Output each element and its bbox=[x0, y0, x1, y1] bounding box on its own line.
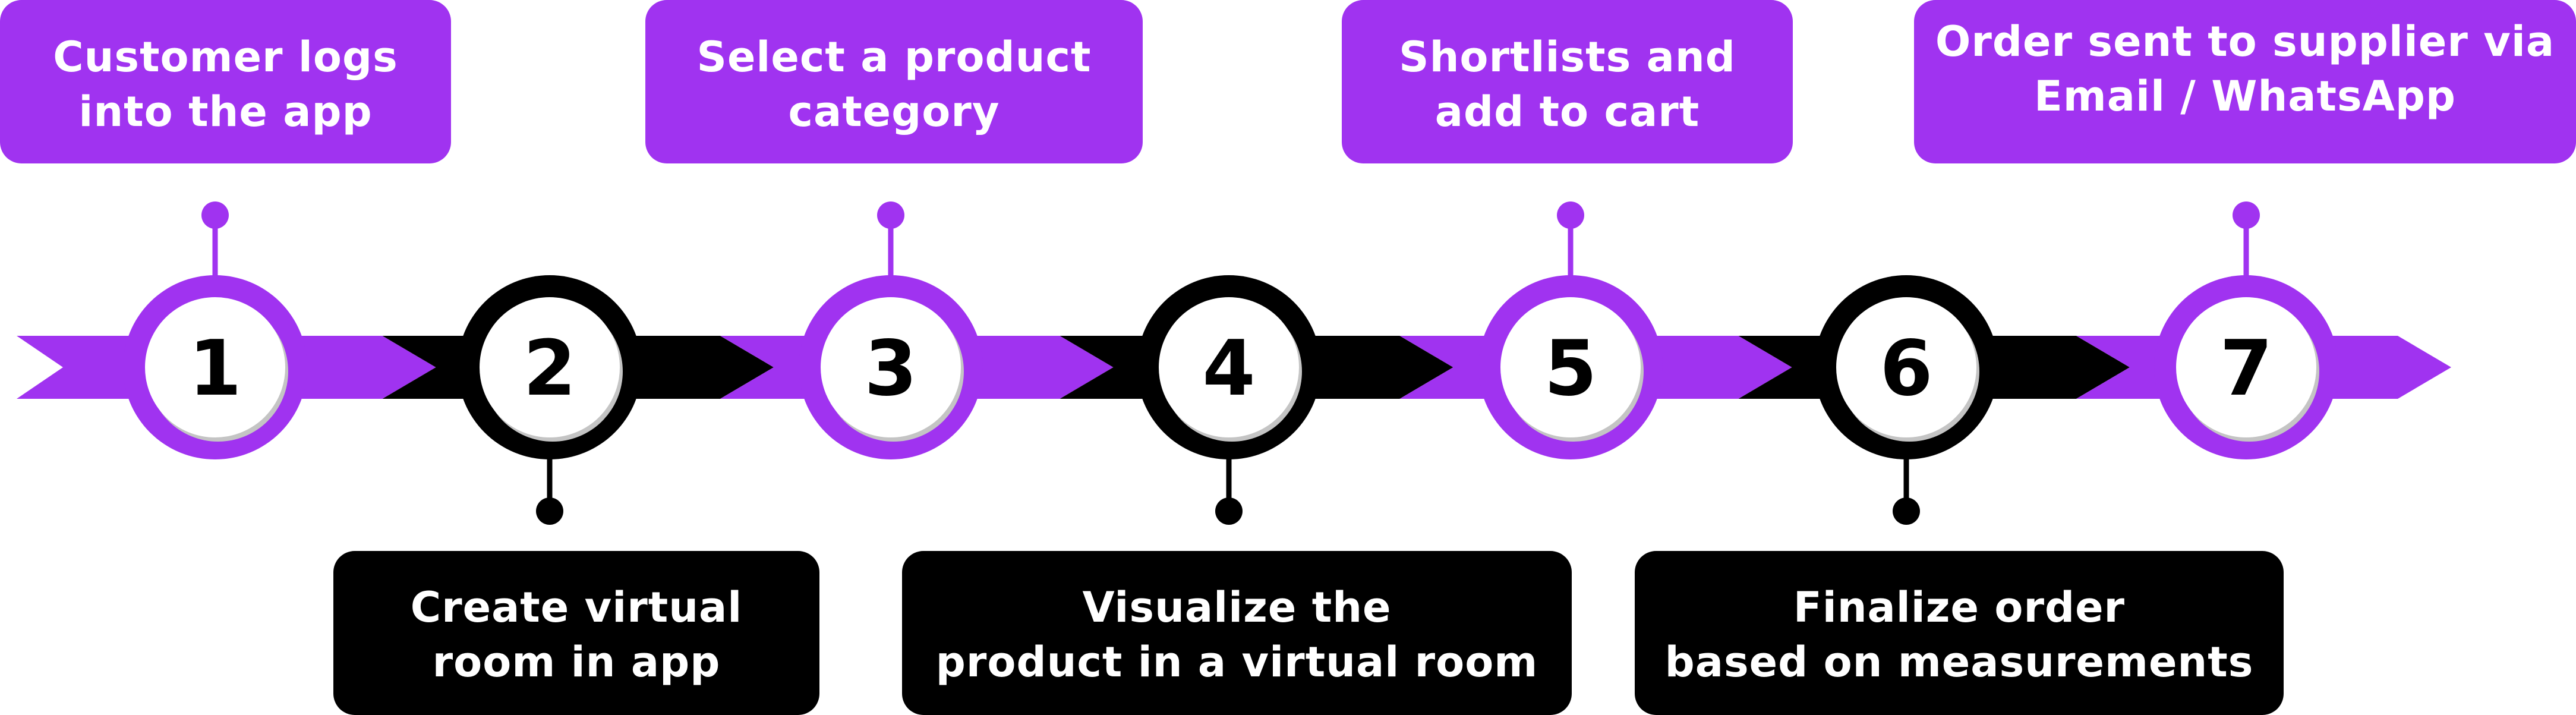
connector-dot-7 bbox=[2233, 201, 2260, 229]
step-disc-4 bbox=[1159, 297, 1299, 437]
step-1-label-box: Customer logs into the app bbox=[0, 0, 451, 163]
step-1-label-line-2: into the app bbox=[78, 87, 372, 136]
step-6-label-line-1: Finalize order bbox=[1793, 583, 2125, 632]
connector-dot-6 bbox=[1893, 497, 1920, 525]
step-disc-3 bbox=[821, 297, 961, 437]
step-5-label-line-1: Shortlists and bbox=[1399, 33, 1736, 81]
connector-dot-3 bbox=[877, 201, 904, 229]
step-3-label-line-1: Select a product bbox=[697, 33, 1092, 81]
label-box-bg-6 bbox=[1635, 551, 2284, 715]
step-7-marker: 7 bbox=[2154, 275, 2338, 459]
step-7-label-line-1: Order sent to supplier via bbox=[1935, 17, 2555, 66]
step-6-label-line-2: based on measurements bbox=[1665, 638, 2254, 686]
step-6-marker: 6 bbox=[1814, 275, 1998, 459]
step-3-label-line-2: category bbox=[788, 87, 999, 136]
step-4-label-line-1: Visualize the bbox=[1082, 583, 1391, 632]
connector-dot-2 bbox=[536, 497, 563, 525]
step-1-label-line-1: Customer logs bbox=[53, 33, 398, 81]
connector-dot-4 bbox=[1215, 497, 1243, 525]
step-disc-6 bbox=[1836, 297, 1976, 437]
label-box-bg-2 bbox=[333, 551, 819, 715]
step-number-3: 3 bbox=[864, 325, 917, 413]
connector-dot-1 bbox=[201, 201, 229, 229]
step-number-7: 7 bbox=[2219, 325, 2272, 413]
connector-dot-5 bbox=[1557, 201, 1584, 229]
step-4-marker: 4 bbox=[1137, 275, 1321, 459]
label-box-bg-5 bbox=[1342, 0, 1793, 163]
step-2-label-box: Create virtual room in app bbox=[333, 551, 819, 715]
step-5-label-box: Shortlists and add to cart bbox=[1342, 0, 1793, 163]
step-disc-2 bbox=[480, 297, 620, 437]
step-1-marker: 1 bbox=[123, 275, 307, 459]
step-7-label-line-2: Email / WhatsApp bbox=[2034, 72, 2456, 121]
step-3-label-box: Select a product category bbox=[645, 0, 1143, 163]
step-number-4: 4 bbox=[1202, 325, 1255, 413]
step-disc-7 bbox=[2176, 297, 2316, 437]
step-5-label-line-2: add to cart bbox=[1435, 87, 1700, 136]
label-box-bg-4 bbox=[902, 551, 1572, 715]
step-disc-1 bbox=[145, 297, 285, 437]
step-disc-5 bbox=[1500, 297, 1641, 437]
label-box-bg-1 bbox=[0, 0, 451, 163]
label-box-bg-3 bbox=[645, 0, 1143, 163]
step-4-label-box: Visualize the product in a virtual room bbox=[902, 551, 1572, 715]
step-2-marker: 2 bbox=[458, 275, 642, 459]
step-number-5: 5 bbox=[1544, 325, 1597, 413]
step-2-label-line-2: room in app bbox=[433, 638, 721, 686]
step-number-2: 2 bbox=[523, 325, 576, 413]
label-box-bg-7 bbox=[1914, 0, 2576, 163]
step-2-label-line-1: Create virtual bbox=[411, 583, 743, 632]
step-3-marker: 3 bbox=[799, 275, 983, 459]
step-4-label-line-2: product in a virtual room bbox=[936, 638, 1538, 686]
step-rings: 1 2 3 4 5 6 7 bbox=[123, 275, 2338, 459]
step-5-marker: 5 bbox=[1478, 275, 1663, 459]
connectors bbox=[201, 201, 2260, 525]
step-number-6: 6 bbox=[1880, 325, 1932, 413]
step-6-label-box: Finalize order based on measurements bbox=[1635, 551, 2284, 715]
step-number-1: 1 bbox=[188, 325, 241, 413]
